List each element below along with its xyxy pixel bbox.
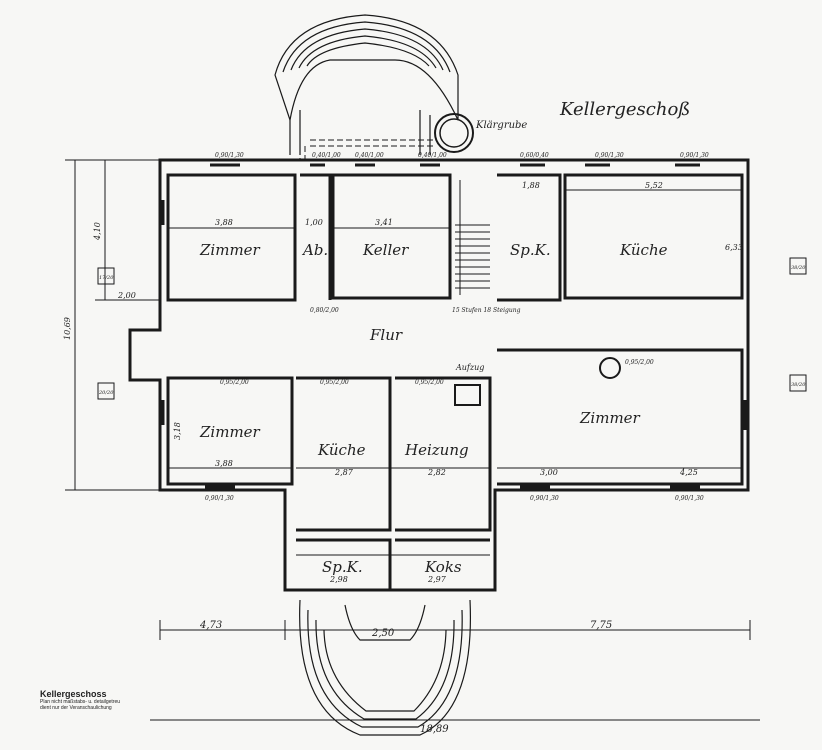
dim-label: 3,88 [215,459,233,468]
room-kueche-top-right: Küche [619,241,668,259]
dim-label: 0,95/2,00 [415,379,444,386]
dim-label: 0,90/1,30 [680,152,709,159]
dim-label: 5,52 [645,181,663,190]
dim-label: 0,90/1,30 [215,152,244,159]
dim-label: 38/20 [791,265,806,271]
room-sp-k-bottom: Sp.K. [322,558,363,576]
top-exterior-stairs [274,14,459,155]
dim-label: 0,95/2,00 [320,379,349,386]
dim-label: 3,41 [375,218,393,227]
dim-label: 4,73 [199,620,222,631]
dim-label: 3,18 [173,422,182,440]
room-keller: Keller [362,241,409,259]
caption-line-2: dient nur der Veranschaulichung [40,705,112,711]
room-sp-k-top: Sp.K. [510,241,551,259]
dim-label: 1,88 [522,181,540,190]
dim-label: 20/20 [98,390,114,396]
dim-label: 0,90/1,30 [675,495,704,502]
dim-label: 3,00 [540,468,558,477]
dim-label: 3,88 [215,218,233,227]
plan-title: Kellergeschoß [559,99,690,120]
dim-label: 2,87 [334,468,354,477]
room-zimmer-bottom-left: Zimmer [199,423,261,441]
dimension-labels: 3,88 1,00 3,41 1,88 5,52 6,33 10,69 4,10… [63,152,806,735]
windows [161,163,747,489]
aufzug-label: Aufzug [455,363,484,372]
dim-label: 0,60/0,40 [520,152,549,159]
septic-tank-label: Klärgrube [475,120,527,131]
dim-label: 2,00 [117,291,136,300]
dim-label: 0,40/1,00 [418,152,447,159]
dim-label: 6,33 [725,243,743,252]
dimension-lines [65,159,760,721]
dim-label: 1,00 [305,218,323,227]
plan-caption: Kellergeschoss Plan nicht maßstabs- u. d… [40,689,120,711]
dim-label: 2,82 [427,468,446,477]
dim-label: 0,90/1,30 [205,495,234,502]
dim-label: 10,69 [63,317,72,340]
dim-label: 2,98 [329,575,348,584]
caption-line-1: Plan nicht maßstabs- u. detailgetreu [40,699,121,705]
dim-label: 0,80/2,00 [310,307,339,314]
room-ab: Ab. [301,241,328,259]
room-flur: Flur [369,326,403,344]
room-kueche-middle: Küche [317,441,366,459]
dim-label: 7,75 [590,620,612,631]
dim-label: 2,97 [427,575,447,584]
dim-label: 4,25 [679,468,698,477]
walls [128,158,750,592]
dim-label: 38/20 [791,382,806,388]
room-koks: Koks [424,558,462,576]
dim-label: 0,95/2,00 [625,359,654,366]
room-zimmer-top-left: Zimmer [199,241,261,259]
bottom-exterior-stairs [299,599,472,736]
dim-label: 0,90/1,30 [595,152,624,159]
dim-label: 4,10 [93,222,102,241]
room-zimmer-right: Zimmer [579,409,641,427]
caption-title: Kellergeschoss [40,689,107,699]
dim-label: 0,40/1,00 [312,152,341,159]
dim-label: 0,90/1,30 [530,495,559,502]
interior-stair [455,180,490,295]
dim-label: 17/20 [99,275,114,281]
dim-label: 0,40/1,00 [355,152,384,159]
dim-label: 2,50 [371,628,395,639]
dim-label: 0,95/2,00 [220,379,249,386]
dim-label: 18,89 [420,724,449,735]
room-heizung: Heizung [404,441,469,459]
septic-tank [434,113,474,153]
dim-label: 15 Stufen 18 Steigung [452,307,521,314]
